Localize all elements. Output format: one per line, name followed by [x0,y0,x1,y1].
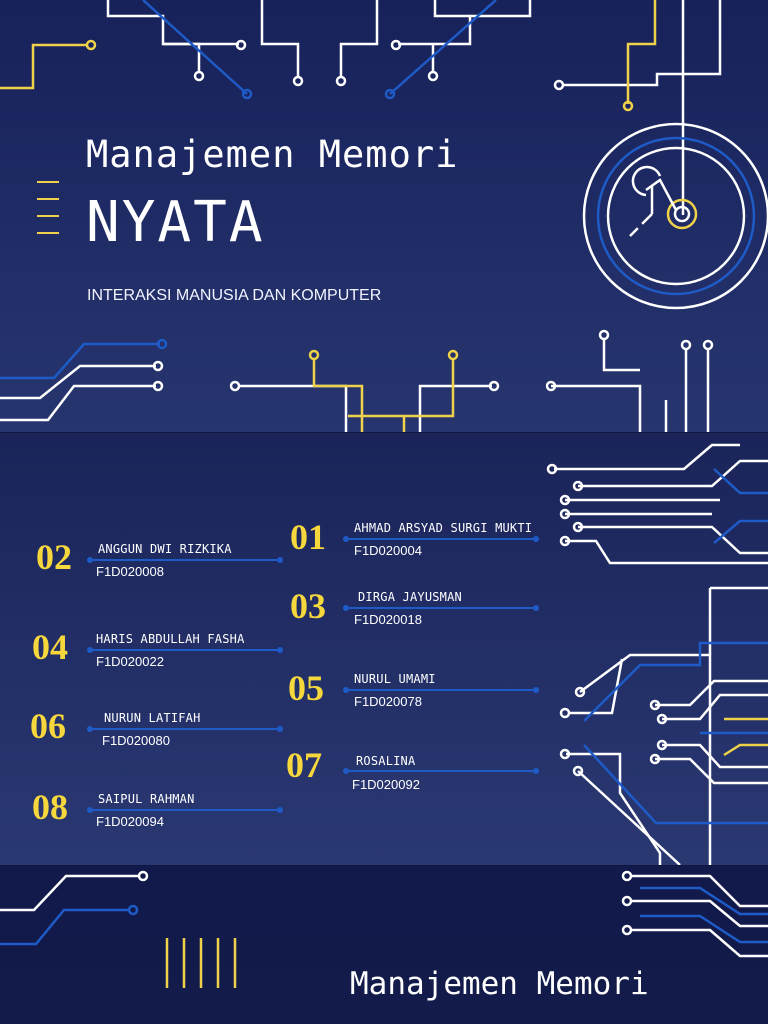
member-underline [87,726,283,732]
cover-title-line2: NYATA [86,190,265,255]
circuit-decoration [0,870,768,988]
member-underline [343,768,539,774]
member-underline [343,536,539,542]
member-number: 05 [288,668,324,708]
member-underline [343,605,539,611]
cover-slide: Manajemen Memori NYATA INTERAKSI MANUSIA… [0,0,768,432]
member-nim: F1D020080 [102,733,170,748]
side-dash-decoration [37,181,59,251]
member-name: ANGGUN DWI RIZKIKA [98,542,232,556]
circuit-decoration [546,443,768,865]
member-underline [343,687,539,693]
member-underline [87,647,283,653]
member-nim: F1D020018 [354,612,422,627]
member-number: 01 [290,517,326,557]
member-name: HARIS ABDULLAH FASHA [96,632,245,646]
member-name: SAIPUL RAHMAN [98,792,195,806]
cover-subtitle: INTERAKSI MANUSIA DAN KOMPUTER [87,287,382,304]
member-entry: 06 NURUN LATIFAH F1D020080 [30,706,290,758]
circuit-decoration [0,0,768,432]
member-entry: 04 HARIS ABDULLAH FASHA F1D020022 [32,627,292,679]
member-nim: F1D020092 [352,777,420,792]
member-entry: 05 NURUL UMAMI F1D020078 [288,668,548,720]
member-name: ROSALINA [356,754,416,768]
member-number: 03 [290,586,326,626]
member-nim: F1D020078 [354,694,422,709]
member-entry: 03 DIRGA JAYUSMAN F1D020018 [290,586,550,638]
member-nim: F1D020094 [96,814,164,829]
member-number: 02 [36,537,72,577]
member-name: NURUL UMAMI [354,672,436,686]
member-entry: 02 ANGGUN DWI RIZKIKA F1D020008 [36,537,296,589]
members-slide: 01 AHMAD ARSYAD SURGI MUKTI F1D020004 02… [0,433,768,865]
member-underline [87,557,283,563]
member-number: 08 [32,787,68,827]
cover-title-line1: Manajemen Memori [86,133,459,176]
member-nim: F1D020004 [354,543,422,558]
closing-slide: Manajemen Memori [0,866,768,1024]
member-nim: F1D020008 [96,564,164,579]
member-name: DIRGA JAYUSMAN [358,590,462,604]
member-name: AHMAD ARSYAD SURGI MUKTI [354,521,533,535]
member-underline [87,807,283,813]
closing-title: Manajemen Memori [350,966,649,1002]
member-nim: F1D020022 [96,654,164,669]
member-entry: 08 SAIPUL RAHMAN F1D020094 [32,787,292,839]
member-entry: 01 AHMAD ARSYAD SURGI MUKTI F1D020004 [290,517,580,569]
member-number: 07 [286,745,322,785]
member-entry: 07 ROSALINA F1D020092 [286,745,546,797]
member-number: 06 [30,706,66,746]
member-number: 04 [32,627,68,667]
member-name: NURUN LATIFAH [104,711,201,725]
